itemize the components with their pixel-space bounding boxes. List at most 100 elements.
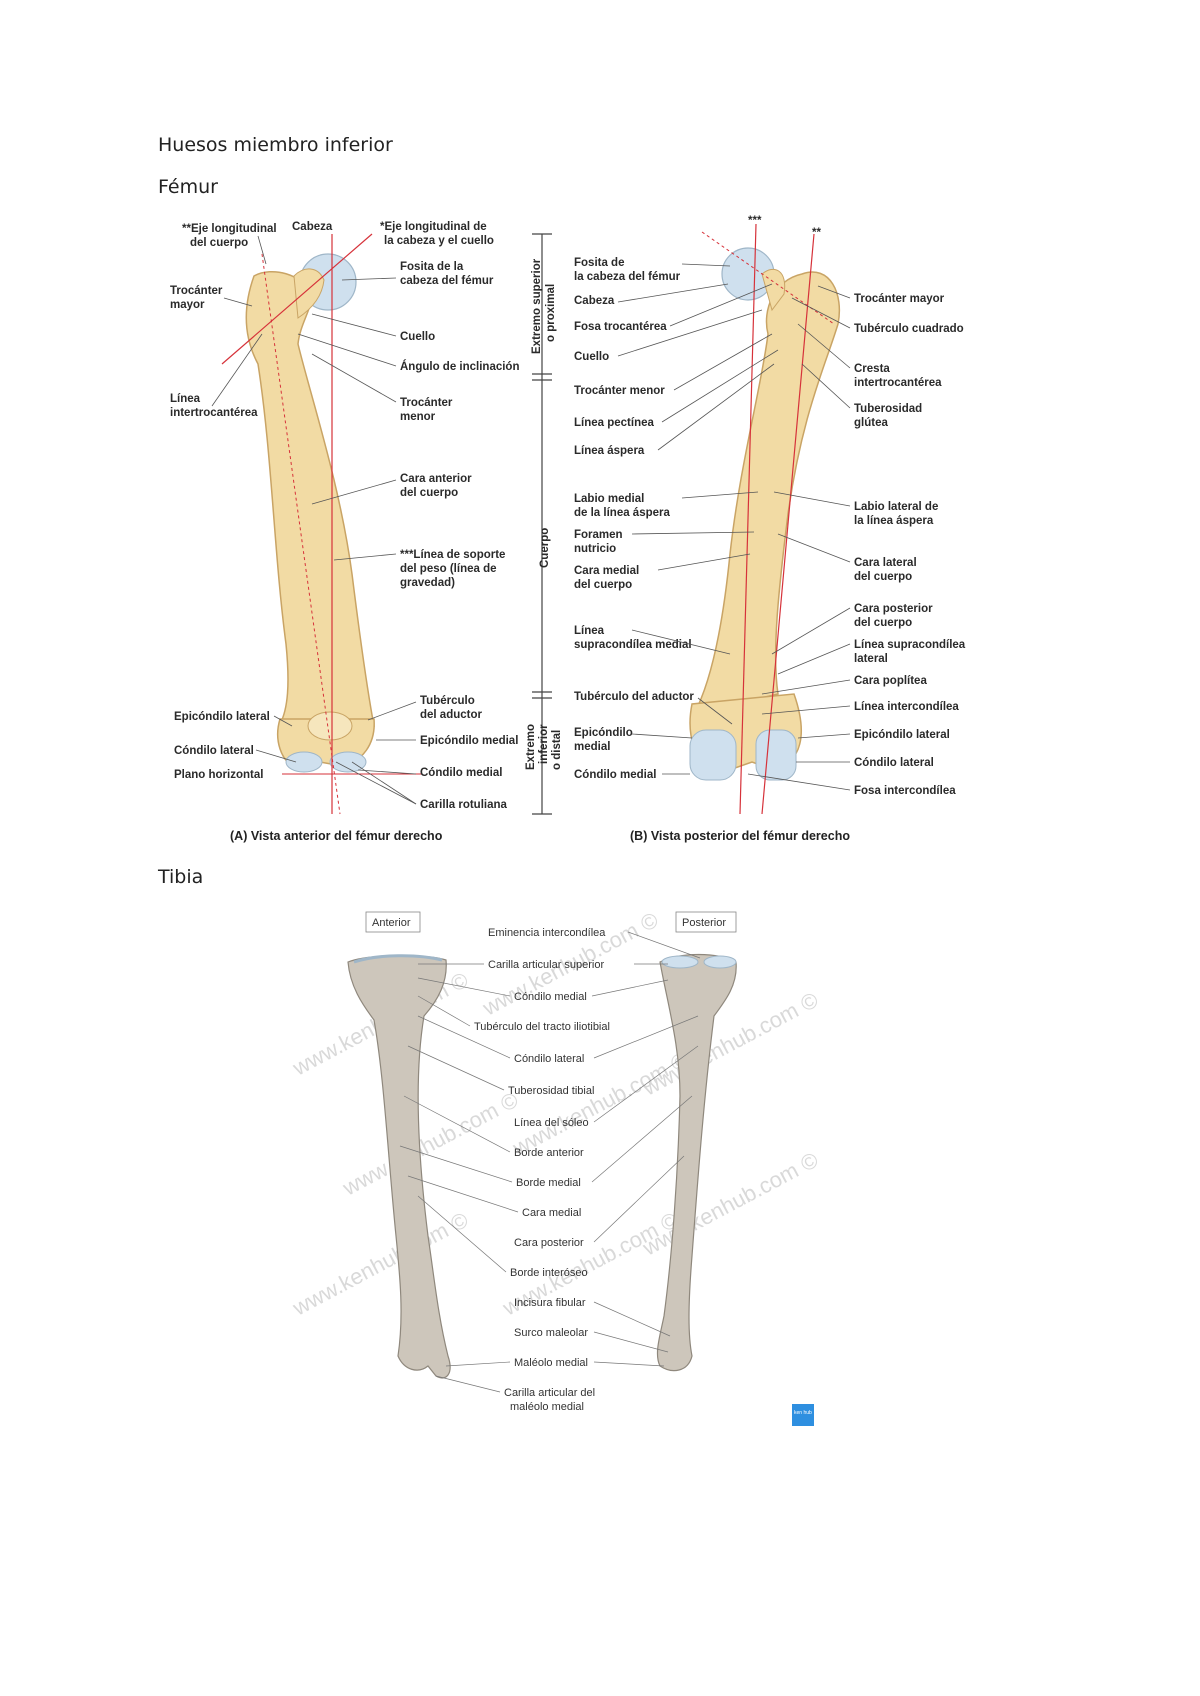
svg-text:Foramen: Foramen	[574, 529, 623, 541]
svg-text:del cuerpo: del cuerpo	[574, 579, 632, 591]
page-title: Huesos miembro inferior	[158, 134, 393, 156]
svg-text:Línea: Línea	[574, 625, 605, 637]
tibia-label-4: Cóndilo lateral	[514, 1053, 584, 1065]
svg-text:Fosa intercondílea: Fosa intercondílea	[854, 785, 956, 797]
svg-text:Línea intercondílea: Línea intercondílea	[854, 701, 959, 713]
svg-text:Extremo superior: Extremo superior	[531, 258, 543, 354]
femur-anterior-labels: **Eje longitudinal del cuerpo Cabeza *Ej…	[170, 221, 519, 843]
svg-text:Cóndilo lateral: Cóndilo lateral	[854, 757, 934, 769]
label-angulo: Ángulo de inclinación	[400, 360, 519, 373]
label-linea-soporte: ***Línea de soporte	[400, 549, 505, 561]
svg-text:Cara lateral: Cara lateral	[854, 557, 917, 569]
svg-text:del peso (línea de: del peso (línea de	[400, 563, 497, 575]
svg-text:Trocánter menor: Trocánter menor	[574, 385, 665, 397]
svg-text:Anterior: Anterior	[372, 917, 411, 929]
tibia-label-1: Carilla articular superior	[488, 959, 604, 971]
svg-text:nutricio: nutricio	[574, 543, 616, 555]
svg-text:**: **	[812, 227, 821, 239]
tibia-label-0: Eminencia intercondílea	[488, 927, 606, 939]
region-labels: Extremo superior o proximal Cuerpo Extre…	[525, 258, 563, 770]
svg-text:Tubérculo cuadrado: Tubérculo cuadrado	[854, 323, 964, 335]
femur-heading: Fémur	[158, 176, 218, 198]
svg-text:del cuerpo: del cuerpo	[400, 487, 458, 499]
svg-text:ken hub: ken hub	[794, 1410, 812, 1416]
svg-text:***: ***	[748, 215, 762, 227]
svg-text:Tubérculo del aductor: Tubérculo del aductor	[574, 691, 694, 703]
label-epicondilo-lateral: Epicóndilo lateral	[174, 711, 270, 723]
svg-text:del cuerpo: del cuerpo	[854, 571, 912, 583]
svg-text:intertrocantérea: intertrocantérea	[170, 407, 258, 419]
caption-anterior: (A) Vista anterior del fémur derecho	[230, 829, 443, 843]
svg-text:Cóndilo medial: Cóndilo medial	[574, 769, 656, 781]
svg-text:inferior: inferior	[538, 724, 550, 764]
svg-text:del aductor: del aductor	[420, 709, 483, 721]
label-condilo-lateral: Cóndilo lateral	[174, 745, 254, 757]
label-eje-cabeza: *Eje longitudinal de	[380, 221, 487, 233]
svg-text:de la línea áspera: de la línea áspera	[574, 507, 670, 519]
label-tuberculo-aductor: Tubérculo	[420, 695, 475, 707]
svg-text:maléolo medial: maléolo medial	[510, 1401, 584, 1413]
svg-text:menor: menor	[400, 411, 436, 423]
anterior-box: Anterior	[365, 911, 421, 933]
femur-figure: **Eje longitudinal del cuerpo Cabeza *Ej…	[170, 215, 966, 843]
label-fosita: Fosita de la	[400, 261, 464, 273]
svg-text:Epicóndilo lateral: Epicóndilo lateral	[854, 729, 950, 741]
svg-text:Extremo: Extremo	[525, 724, 537, 770]
tibia-label-6: Línea del sóleo	[514, 1117, 589, 1129]
femur-posterior-left-labels: Fosita de la cabeza del fémur Cabeza Fos…	[574, 257, 779, 781]
tibia-heading: Tibia	[158, 866, 204, 888]
svg-text:Cara poplítea: Cara poplítea	[854, 675, 927, 687]
svg-text:Fosa trocantérea: Fosa trocantérea	[574, 321, 667, 333]
svg-text:o distal: o distal	[551, 730, 563, 770]
label-eje-cuerpo: **Eje longitudinal	[182, 223, 277, 235]
femur-posterior-right-labels: Trocánter mayor Tubérculo cuadrado Crest…	[630, 285, 966, 843]
tibia-label-12: Incisura fibular	[514, 1297, 586, 1309]
svg-text:la cabeza del fémur: la cabeza del fémur	[574, 271, 681, 283]
svg-text:lateral: lateral	[854, 653, 888, 665]
tibia-label-11: Borde interóseo	[510, 1267, 588, 1279]
tibia-anterior-illustration	[347, 954, 451, 1379]
label-trocanter-menor: Trocánter	[400, 397, 453, 409]
svg-text:Fosita de: Fosita de	[574, 257, 624, 269]
svg-text:Posterior: Posterior	[682, 917, 726, 929]
tibia-label-7: Borde anterior	[514, 1147, 584, 1159]
tibia-figure: www.kenhub.com © www.kenhub.com © www.ke…	[288, 907, 818, 1426]
svg-text:www.kenhub.com ©: www.kenhub.com ©	[638, 987, 818, 1101]
femur-posterior-illustration: *** **	[689, 215, 840, 815]
label-epicondilo-medial: Epicóndilo medial	[420, 735, 518, 747]
svg-text:o proximal: o proximal	[545, 284, 557, 342]
svg-text:del cuerpo: del cuerpo	[190, 237, 248, 249]
label-carilla-rotuliana: Carilla rotuliana	[420, 799, 508, 811]
svg-text:Epicóndilo: Epicóndilo	[574, 727, 633, 739]
svg-text:del cuerpo: del cuerpo	[854, 617, 912, 629]
kenhub-logo: ken hub	[792, 1404, 814, 1426]
svg-text:Trocánter mayor: Trocánter mayor	[854, 293, 945, 305]
tibia-label-13: Surco maleolar	[514, 1327, 588, 1339]
svg-text:Cabeza: Cabeza	[574, 295, 615, 307]
svg-text:Línea pectínea: Línea pectínea	[574, 417, 654, 429]
svg-text:cabeza del fémur: cabeza del fémur	[400, 275, 494, 287]
posterior-box: Posterior	[675, 911, 737, 933]
tibia-label-9: Cara medial	[522, 1207, 581, 1219]
svg-text:gravedad): gravedad)	[400, 577, 455, 589]
svg-text:Tuberosidad: Tuberosidad	[854, 403, 922, 415]
label-condilo-medial: Cóndilo medial	[420, 767, 502, 779]
label-trocanter-mayor: Trocánter	[170, 285, 223, 297]
region-bracket	[532, 233, 552, 815]
svg-text:intertrocantérea: intertrocantérea	[854, 377, 942, 389]
tibia-labels: Eminencia intercondílea Carilla articula…	[474, 927, 610, 1413]
svg-text:la cabeza y el cuello: la cabeza y el cuello	[384, 235, 494, 247]
svg-text:supracondílea medial: supracondílea medial	[574, 639, 692, 651]
tibia-posterior-illustration	[656, 953, 737, 1372]
svg-text:Cuerpo: Cuerpo	[539, 528, 551, 568]
label-cabeza: Cabeza	[292, 221, 333, 233]
svg-text:Labio medial: Labio medial	[574, 493, 644, 505]
svg-text:la línea áspera: la línea áspera	[854, 515, 934, 527]
tibia-label-8: Borde medial	[516, 1177, 581, 1189]
svg-text:Línea áspera: Línea áspera	[574, 445, 645, 457]
svg-text:Línea supracondílea: Línea supracondílea	[854, 639, 966, 651]
tibia-label-3: Tubérculo del tracto iliotibial	[474, 1021, 610, 1033]
caption-posterior: (B) Vista posterior del fémur derecho	[630, 829, 850, 843]
label-linea-intertrocanterea: Línea	[170, 393, 201, 405]
label-cara-anterior: Cara anterior	[400, 473, 472, 485]
